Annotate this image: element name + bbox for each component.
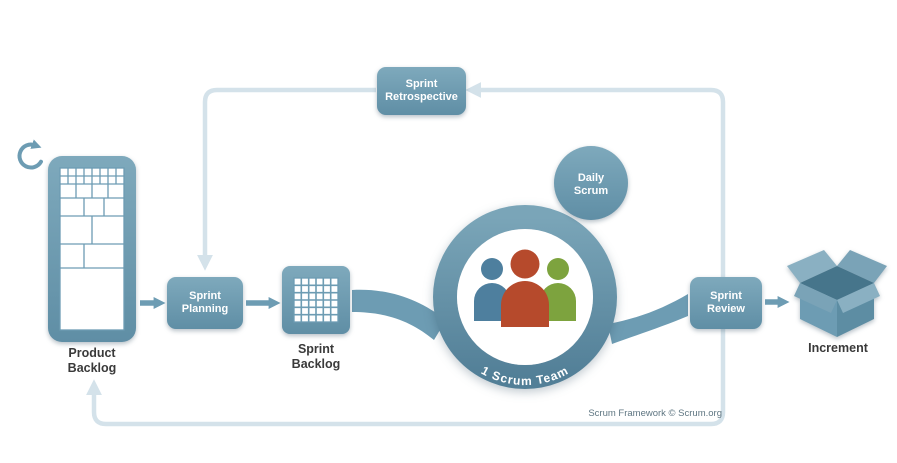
credit-text: Scrum Framework © Scrum.org <box>588 408 722 419</box>
increment-label: Increment <box>808 341 869 355</box>
sprint-backlog-label-line2: Backlog <box>292 357 341 371</box>
sprint-retrospective-label-line1: Sprint <box>406 78 438 90</box>
daily-scrum-node <box>554 146 628 220</box>
treemap-grid-lines <box>60 168 124 269</box>
sprint-backlog-node <box>282 266 350 334</box>
daily-scrum-label-line2: Scrum <box>574 185 608 197</box>
sprint-planning-node <box>167 277 243 329</box>
sprint-review-node <box>690 277 762 329</box>
sprint-retrospective-label-line2: Retrospective <box>385 91 458 103</box>
refresh-icon <box>17 139 43 170</box>
sprint-review-label-line2: Review <box>707 303 745 315</box>
daily-scrum-label-line1: Daily <box>578 172 605 184</box>
task-grid-lines <box>294 278 338 322</box>
feedback-arrow-review-to-retrospective <box>465 82 726 300</box>
sprint-planning-label-line2: Planning <box>182 303 228 315</box>
ribbon-team-to-sprint-review <box>608 294 688 344</box>
team-member-red-icon <box>501 249 549 327</box>
product-backlog-node <box>48 156 136 342</box>
product-backlog-label-line1: Product <box>68 346 116 360</box>
ribbon-sprint-backlog-to-team <box>352 289 446 340</box>
sprint-planning-label-line1: Sprint <box>189 290 221 302</box>
increment-box-icon <box>787 250 887 337</box>
sprint-backlog-label-line1: Sprint <box>298 342 335 356</box>
sprint-retrospective-node <box>377 67 466 115</box>
feedback-arrow-bottom-to-product-backlog <box>86 300 726 427</box>
product-backlog-label-line2: Backlog <box>68 361 117 375</box>
feedback-arrow-retrospective-to-planning <box>197 87 376 271</box>
sprint-review-label-line1: Sprint <box>710 290 742 302</box>
